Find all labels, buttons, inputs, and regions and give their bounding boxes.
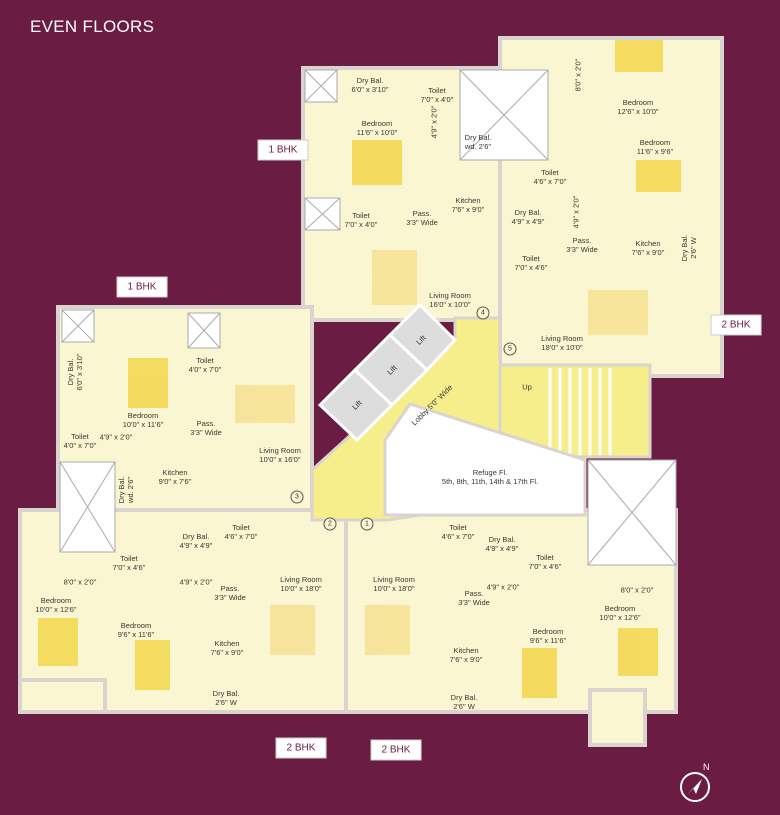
entrance-4: 4 [476, 306, 490, 320]
bed [618, 628, 658, 676]
north-label: N [703, 762, 710, 772]
room-label: Dry Bal.6'0" x 3'10" [351, 76, 389, 94]
shaft [59, 461, 116, 553]
shaft [587, 459, 677, 566]
rug [270, 605, 315, 655]
bed [352, 140, 402, 185]
room-label: 8'0" x 2'0" [63, 577, 97, 587]
room-label: 4'9" x 2'0" [429, 105, 439, 139]
lift [387, 302, 458, 373]
room-label: 8'0" x 2'0" [620, 585, 654, 595]
rug [365, 605, 410, 655]
entrance-3: 3 [290, 490, 304, 504]
rug [588, 290, 648, 335]
refuge-label: Refuge Fl.5th, 8th, 11th, 14th & 17th Fl… [441, 468, 539, 486]
room-label: 4'9" x 2'0" [179, 577, 213, 587]
shaft [459, 69, 549, 161]
tag-2bhk-bottom-left: 2 BHK [275, 737, 327, 759]
bed [615, 40, 663, 72]
north-arrow-icon [680, 772, 710, 802]
stair-treads [548, 368, 612, 455]
shaft [187, 312, 221, 349]
room-label: Pass.3'3" Wide [458, 589, 490, 607]
room-label: 8'0" x 2'0" [573, 58, 583, 92]
bed [38, 618, 78, 666]
bed [636, 160, 681, 192]
compass-arrow-icon [687, 779, 702, 795]
room-label: Dry Bal.6'0" x 3'10" [66, 353, 84, 391]
bed [128, 358, 168, 408]
room-label: Dry Bal.4'9" x 4'9" [485, 535, 519, 553]
room-label: Dry Bal.4'9" x 4'9" [179, 532, 213, 550]
room-label: Pass.3'3" Wide [190, 419, 222, 437]
refuge-floor [383, 402, 587, 517]
balcony [588, 688, 647, 747]
plan-title: EVEN FLOORS [30, 17, 155, 36]
room-label: 4'9" x 2'0" [486, 582, 520, 592]
room-label: Dry Bal.4'9" x 4'9" [511, 208, 545, 226]
shaft [304, 197, 341, 231]
room-label: Dry Bal.2'6" W [680, 234, 698, 262]
rug [372, 250, 417, 305]
room-label: 4'9" x 2'0" [99, 432, 133, 442]
balcony [18, 678, 107, 714]
tag-2bhk-bottom-right: 2 BHK [370, 739, 422, 761]
room-label: Dry Bal.wd. 2'6" [117, 476, 135, 504]
entrance-2: 2 [323, 517, 337, 531]
room-label: Dry Bal.2'6" W [450, 693, 478, 711]
rug [235, 385, 295, 423]
entrance-5: 5 [503, 342, 517, 356]
bed [135, 640, 170, 690]
shaft [61, 309, 95, 343]
room-label: Pass.3'3" Wide [566, 236, 598, 254]
room-label: Dry Bal.wd. 2'6" [464, 133, 492, 151]
tag-2bhk-right: 2 BHK [710, 314, 762, 336]
bed [522, 648, 557, 698]
tag-1bhk-left: 1 BHK [116, 276, 168, 298]
room-label: 4'9" x 2'0" [571, 195, 581, 229]
shaft [304, 69, 338, 103]
tag-1bhk-top: 1 BHK [257, 139, 309, 161]
lift-shafts [317, 302, 458, 443]
stair-up-label: Up [522, 382, 532, 392]
room-label: Pass.3'3" Wide [214, 584, 246, 602]
room-label: Dry Bal.2'6" W [212, 689, 240, 707]
entrance-1: 1 [360, 517, 374, 531]
room-label: Pass.3'3" Wide [406, 209, 438, 227]
